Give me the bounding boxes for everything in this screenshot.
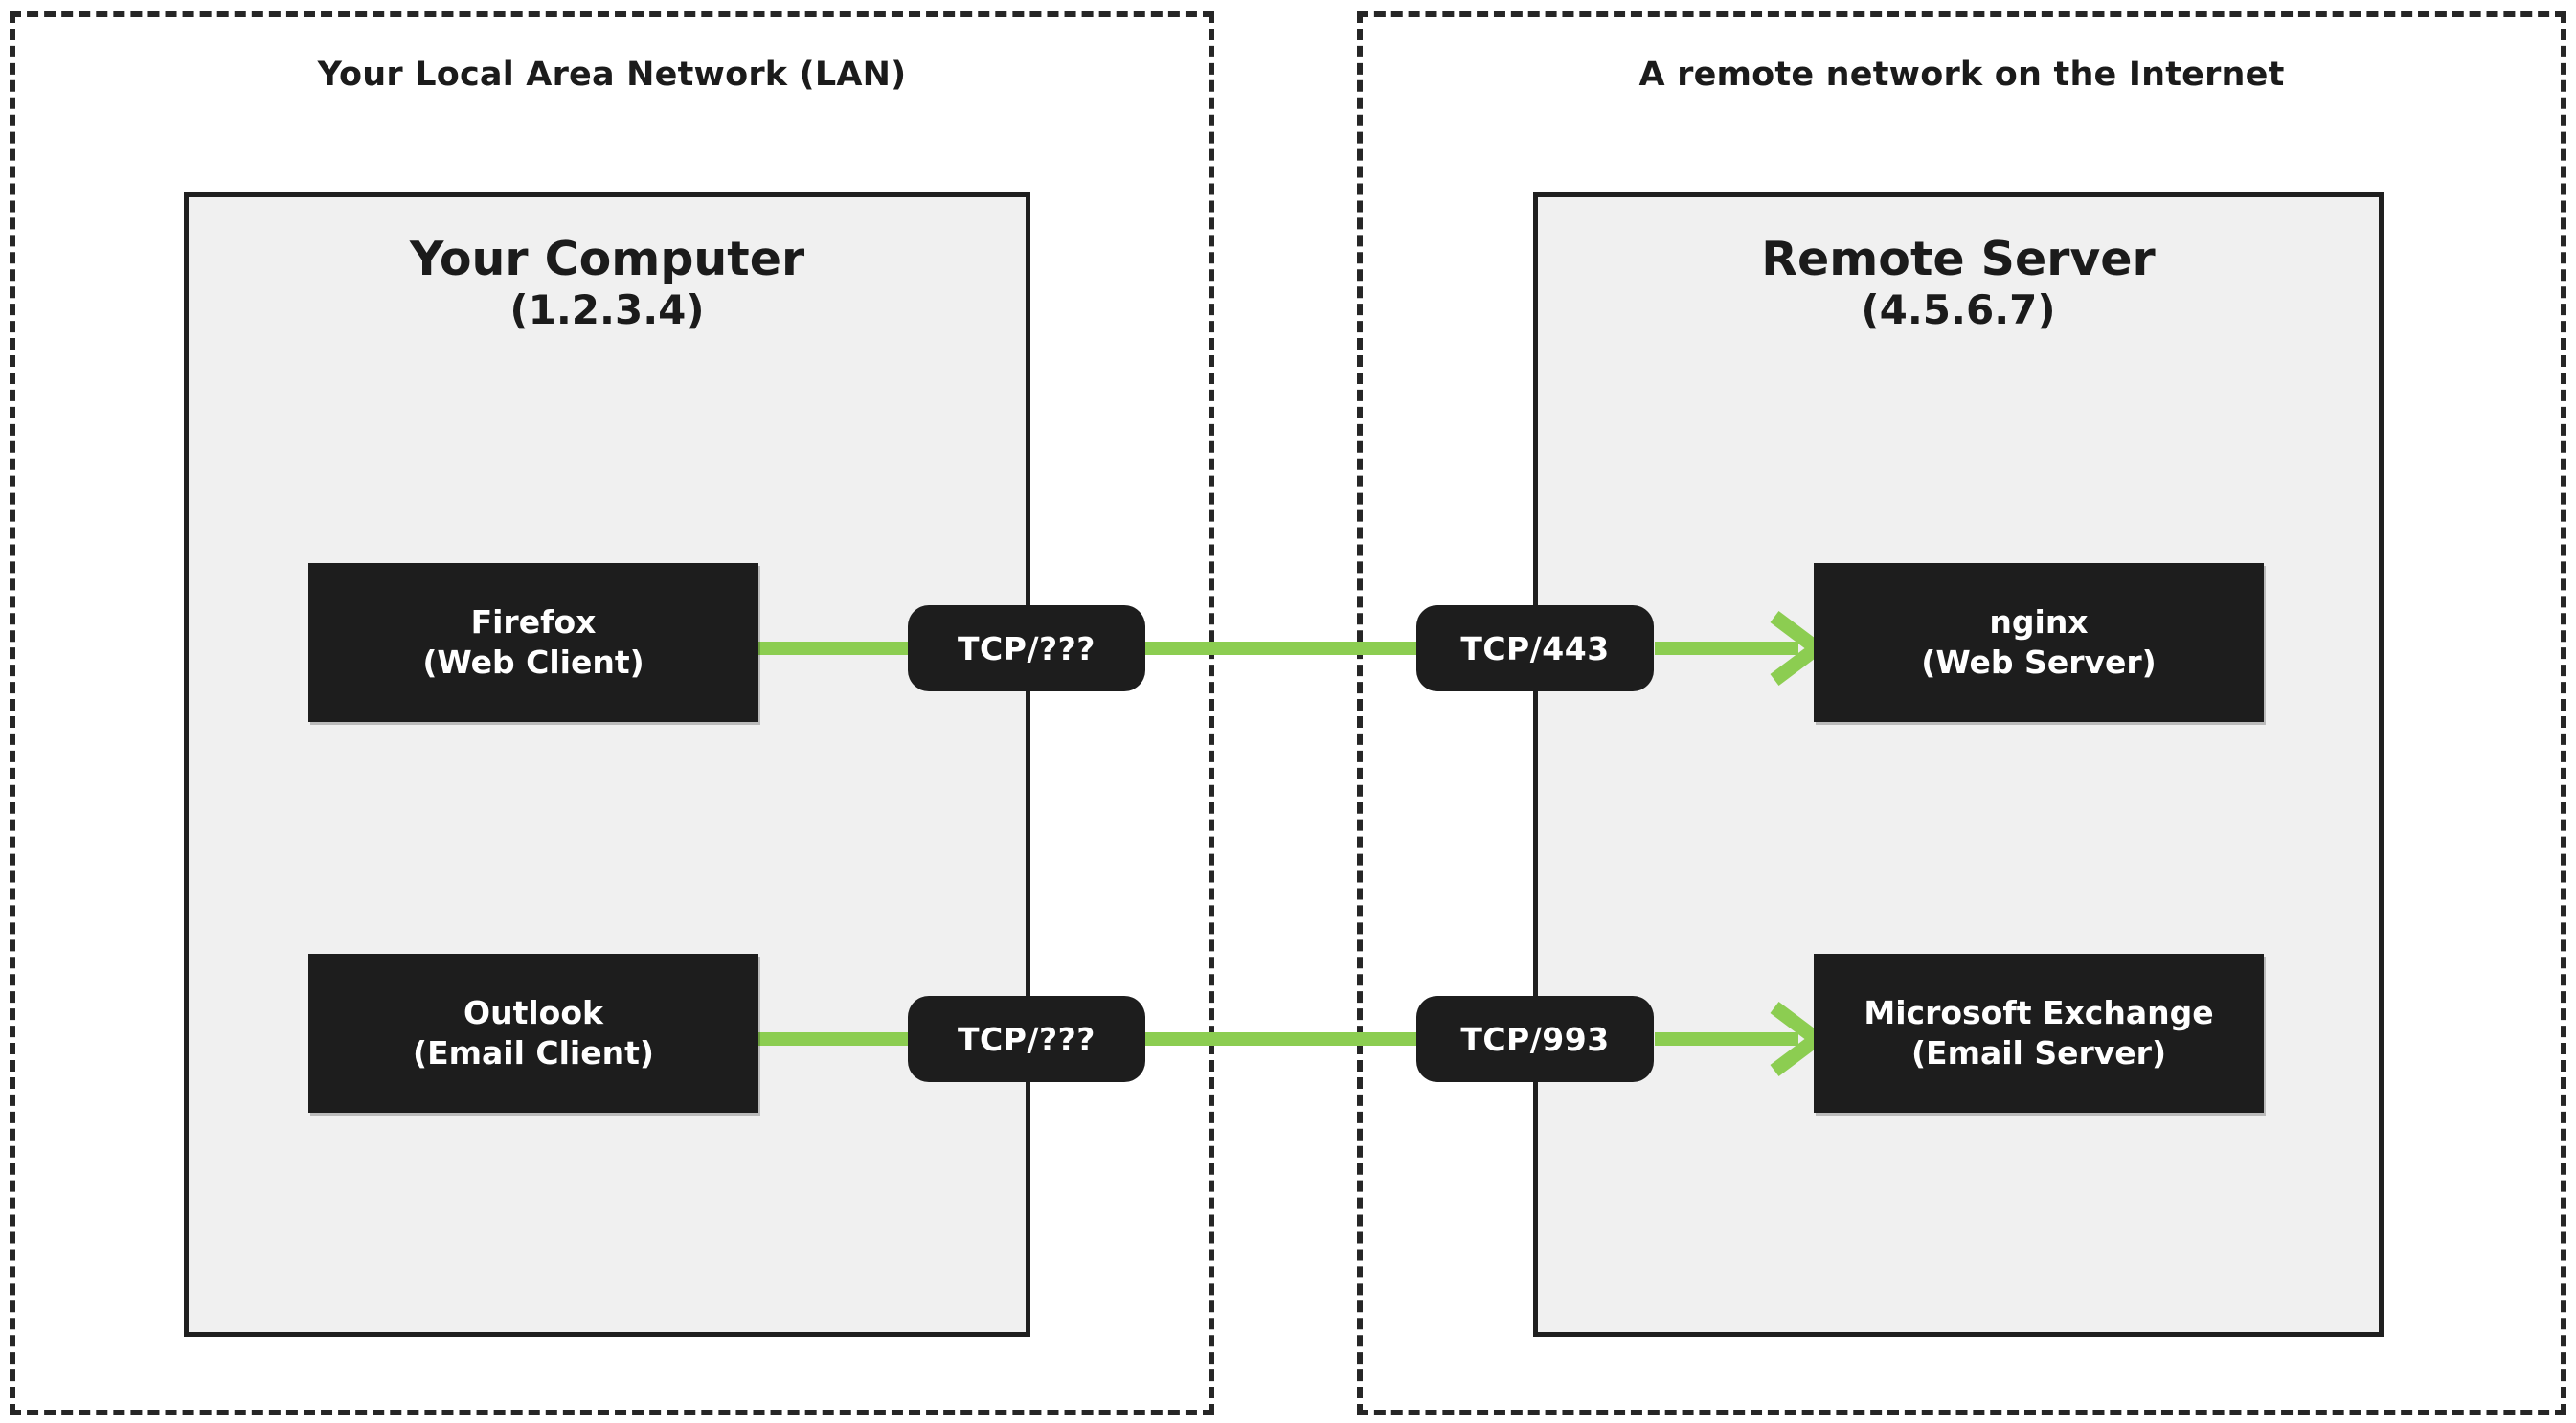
wire-dest-port-to-exchange bbox=[1655, 1032, 1798, 1046]
node-microsoft-exchange-name: Microsoft Exchange bbox=[1864, 993, 2214, 1031]
port-pill-email-source[interactable]: TCP/??? bbox=[908, 996, 1145, 1082]
host-remote-server-name: Remote Server bbox=[1761, 232, 2156, 286]
node-nginx-name: nginx bbox=[1989, 602, 2089, 641]
node-outlook[interactable]: Outlook (Email Client) bbox=[308, 954, 758, 1113]
zone-lan-title: Your Local Area Network (LAN) bbox=[317, 56, 907, 94]
host-remote-server-ip: (4.5.6.7) bbox=[1861, 286, 2056, 334]
node-outlook-name: Outlook bbox=[463, 993, 603, 1031]
port-pill-email-dest[interactable]: TCP/993 bbox=[1416, 996, 1654, 1082]
wire-dest-port-to-nginx bbox=[1655, 642, 1798, 655]
port-pill-email-dest-label: TCP/993 bbox=[1460, 1020, 1610, 1058]
node-outlook-role: (Email Client) bbox=[413, 1034, 654, 1072]
port-pill-web-dest[interactable]: TCP/443 bbox=[1416, 605, 1654, 691]
wire-email-internet-span bbox=[1130, 1032, 1427, 1046]
node-firefox-role: (Web Client) bbox=[422, 644, 644, 681]
port-pill-email-source-label: TCP/??? bbox=[958, 1020, 1096, 1058]
node-firefox[interactable]: Firefox (Web Client) bbox=[308, 563, 758, 722]
wire-firefox-to-source-port bbox=[753, 642, 935, 655]
host-remote-server-title: Remote Server (4.5.6.7) bbox=[1538, 232, 2379, 333]
host-your-computer: Your Computer (1.2.3.4) bbox=[184, 192, 1030, 1337]
node-microsoft-exchange[interactable]: Microsoft Exchange (Email Server) bbox=[1814, 954, 2264, 1113]
node-nginx[interactable]: nginx (Web Server) bbox=[1814, 563, 2264, 722]
port-pill-web-source-label: TCP/??? bbox=[958, 629, 1096, 667]
host-your-computer-title: Your Computer (1.2.3.4) bbox=[189, 232, 1026, 333]
host-your-computer-ip: (1.2.3.4) bbox=[509, 286, 705, 334]
port-pill-web-source[interactable]: TCP/??? bbox=[908, 605, 1145, 691]
node-firefox-name: Firefox bbox=[470, 602, 597, 641]
zone-lan: Your Local Area Network (LAN) bbox=[10, 11, 1214, 1415]
host-your-computer-name: Your Computer bbox=[409, 232, 805, 286]
wire-web-internet-span bbox=[1130, 642, 1427, 655]
host-remote-server: Remote Server (4.5.6.7) bbox=[1533, 192, 2384, 1337]
node-nginx-role: (Web Server) bbox=[1921, 644, 2157, 681]
port-pill-web-dest-label: TCP/443 bbox=[1460, 629, 1610, 667]
zone-internet-title: A remote network on the Internet bbox=[1638, 56, 2285, 94]
wire-outlook-to-source-port bbox=[753, 1032, 935, 1046]
node-microsoft-exchange-role: (Email Server) bbox=[1910, 1034, 2167, 1072]
zone-internet: A remote network on the Internet bbox=[1357, 11, 2566, 1415]
